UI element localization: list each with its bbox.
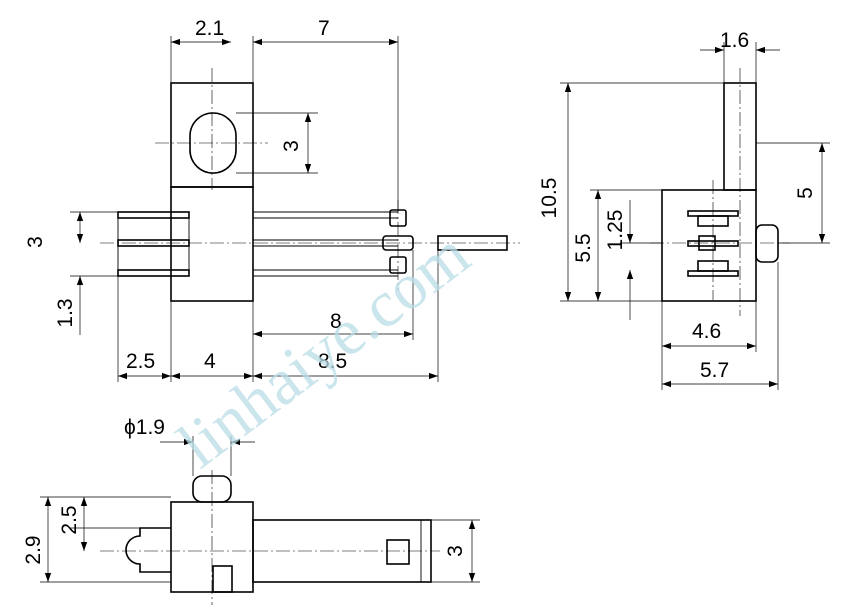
dim-side-top-width: 1.6 (720, 29, 749, 52)
dim-front-left-height: 3 (24, 236, 47, 248)
dim-bottom-height-inner: 2.5 (58, 505, 81, 534)
side-pin (755, 224, 779, 263)
dim-side-total-height: 10.5 (538, 178, 561, 219)
dim-side-center-offset: 1.25 (604, 210, 627, 251)
bottom-view: ϕ1.9 2.9 2.5 3 (22, 416, 480, 605)
dim-bottom-pin-diameter: ϕ1.9 (124, 416, 165, 439)
dim-front-top-width: 2.1 (195, 17, 224, 40)
front-left-tab-bot (117, 269, 190, 277)
dim-side-body-width: 4.6 (692, 320, 721, 343)
bottom-notch (212, 565, 233, 593)
bottom-nose (125, 527, 171, 573)
side-view: 1.6 10.5 5 5.5 1.25 4.6 5.7 (538, 29, 830, 390)
dim-front-lead-length: 8 (330, 310, 342, 333)
dim-side-lower-height: 5.5 (572, 233, 595, 262)
front-view: 2.1 7 3 3 1.3 2.5 4 8 8.5 (24, 17, 520, 382)
dim-front-bottom-left: 2.5 (126, 350, 155, 373)
front-body-lower (170, 186, 254, 302)
front-left-tab-top (117, 211, 190, 219)
bottom-window (386, 539, 410, 565)
dim-front-left-offset: 1.3 (54, 298, 77, 327)
dim-front-total-length: 8.5 (318, 350, 347, 373)
dim-bottom-right-height: 3 (444, 545, 467, 557)
dim-side-total-width: 5.7 (700, 359, 729, 382)
dim-side-upper-right: 5 (794, 187, 817, 199)
dim-front-top-length: 7 (318, 17, 330, 40)
dim-front-slot-height: 3 (280, 140, 303, 152)
dim-bottom-height-outer: 2.9 (22, 535, 45, 564)
side-terminal-mid-pad (698, 235, 716, 251)
dim-front-bottom-mid: 4 (204, 350, 216, 373)
